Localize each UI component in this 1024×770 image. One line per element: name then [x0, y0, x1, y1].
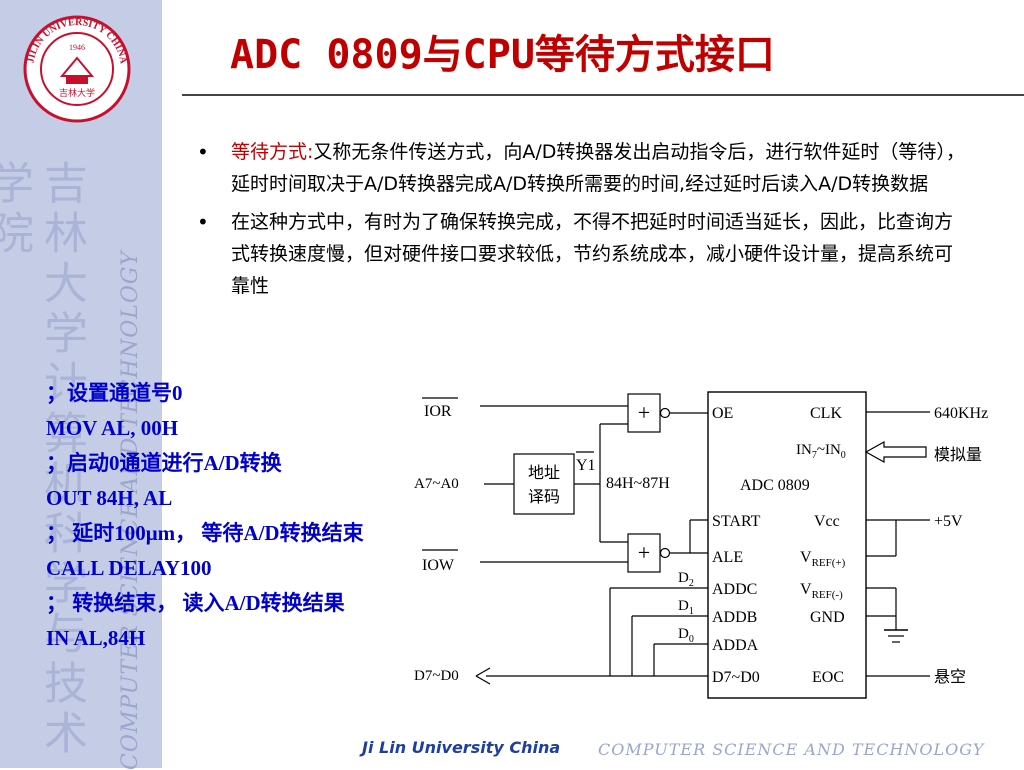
circuit-diagram: IOR + Y1 84H~87H A7~A0 地址 译码 IOW + OE CL…	[414, 391, 988, 699]
pin-ale: ALE	[712, 549, 743, 566]
chip-name: ADC 0809	[740, 477, 810, 494]
pin-addb: ADDB	[712, 609, 757, 626]
bullet-item: • 在这种方式中，有时为了确保转换完成，不得不把延时时间适当延长，因此，比查询方…	[195, 206, 965, 302]
adc0809-chip	[707, 391, 867, 699]
logo-year: 1946	[69, 43, 85, 52]
code-line: IN AL,84H	[46, 626, 146, 650]
data-bus-label: D7~D0	[414, 668, 459, 684]
or-gate-bottom-symbol: +	[638, 540, 650, 565]
ior-label: IOR	[424, 403, 452, 420]
pin-eoc: EOC	[812, 669, 844, 686]
code-listing: ；设置通道号0 MOV AL, 00H ；启动0通道进行A/D转换 OUT 84…	[46, 376, 396, 656]
pin-addc: ADDC	[712, 581, 757, 598]
eoc-state-label: 悬空	[934, 668, 966, 686]
addr-bit-d0: D0	[678, 626, 694, 645]
bullet-list: • 等待方式:又称无条件传送方式，向A/D转换器发出启动指令后，进行软件延时（等…	[195, 136, 965, 308]
address-decoder	[513, 453, 575, 515]
pin-in: IN7~IN0	[796, 442, 846, 461]
analog-input-arrow-icon	[864, 440, 927, 464]
vplus-label: +5V	[934, 513, 963, 530]
clock-label: 640KHz	[934, 405, 988, 422]
pin-start: START	[712, 513, 761, 530]
title-divider	[182, 94, 1024, 96]
bullet-item: • 等待方式:又称无条件传送方式，向A/D转换器发出启动指令后，进行软件延时（等…	[195, 136, 965, 200]
or-gate-bottom	[627, 533, 661, 573]
code-line: ；设置通道号0	[46, 381, 183, 405]
addr-bus-label: A7~A0	[414, 476, 459, 492]
or-gate-top-symbol: +	[638, 400, 650, 425]
pin-clk: CLK	[810, 405, 842, 422]
analog-label: 模拟量	[934, 446, 982, 464]
addr-bit-d2: D2	[678, 570, 694, 589]
code-line: OUT 84H, AL	[46, 486, 173, 510]
code-line: MOV AL, 00H	[46, 416, 179, 440]
decoder-label-2: 译码	[528, 488, 560, 506]
bullet-dot-icon: •	[197, 140, 209, 164]
code-line: ； 转换结束， 读入A/D转换结果	[46, 591, 345, 615]
pin-vcc: Vcc	[814, 513, 840, 530]
bullet-text: 在这种方式中，有时为了确保转换完成，不得不把延时时间适当延长，因此，比查询方式转…	[231, 211, 954, 297]
code-line: ； 延时100μm， 等待A/D转换结束	[46, 521, 364, 545]
y1-label: Y1	[576, 457, 596, 474]
bullet-dot-icon: •	[197, 210, 209, 234]
decoder-label-1: 地址	[528, 464, 560, 482]
port-range-label: 84H~87H	[606, 475, 670, 492]
bullet-text: 又称无条件传送方式，向A/D转换器发出启动指令后，进行软件延时（等待），延时时间…	[231, 141, 965, 195]
page-title: ADC 0809与CPU等待方式接口	[230, 32, 775, 78]
code-line: ；启动0通道进行A/D转换	[46, 451, 282, 475]
addr-bit-d1: D1	[678, 598, 694, 617]
pin-data: D7~D0	[712, 669, 760, 686]
sidebar-watermark-cn: 吉林大学计算机科学与技术学院	[0, 160, 87, 760]
sidebar: 吉林大学计算机科学与技术学院 COMPUTER SCIENCE AND TECH…	[0, 0, 162, 770]
iow-label: IOW	[422, 557, 455, 574]
pin-adda: ADDA	[712, 637, 759, 654]
footer-department: COMPUTER SCIENCE AND TECHNOLOGY	[598, 740, 985, 759]
code-line: CALL DELAY100	[46, 556, 212, 580]
pin-gnd: GND	[810, 609, 845, 626]
bullet-highlight: 等待方式:	[231, 141, 314, 163]
university-logo: JILIN UNIVERSITY CHINA 1946 吉林大学	[23, 15, 131, 123]
pin-oe: OE	[712, 405, 733, 422]
logo-inner-text: 吉林大学	[59, 87, 95, 98]
footer-university: Ji Lin University China	[362, 738, 561, 757]
